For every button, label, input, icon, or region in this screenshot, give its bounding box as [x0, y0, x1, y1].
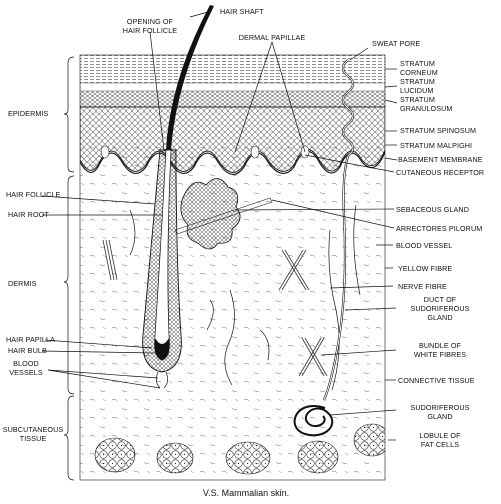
- tissue-block: [80, 55, 385, 480]
- sebaceous-gland-shape: [180, 178, 241, 250]
- label-sudoriferous-2: GLAND: [427, 412, 452, 421]
- label-epidermis: EPIDERMIS: [8, 109, 49, 118]
- label-duct-2: SUDORIFEROUS: [410, 304, 469, 313]
- label-stratum-malpighi: STRATUM MALPIGHI: [400, 141, 472, 150]
- label-hair-papilla: HAIR PAPILLA: [6, 335, 55, 344]
- label-connective-tissue: CONNECTIVE TISSUE: [398, 376, 475, 385]
- basement-membrane-line: [80, 151, 385, 175]
- label-cutaneous-receptor: CUTANEOUS RECEPTOR: [396, 168, 484, 177]
- label-stratum-granulosum-1: STRATUM: [400, 95, 435, 104]
- receptor-2: [250, 145, 260, 159]
- label-opening-hair-follicle-2: HAIR FOLLICLE: [123, 26, 178, 35]
- label-arrectores-pilorum: ARRECTORES PILORUM: [396, 224, 482, 233]
- white-fibre-bundles: [102, 239, 328, 377]
- label-hair-follicle: HAIR FOLLICLE: [6, 190, 61, 199]
- stratum-granulosum-layer: [80, 91, 385, 107]
- hair-follicle-structure: [142, 5, 214, 389]
- block-outline: [79, 54, 386, 481]
- label-lobule-2: FAT CELLS: [421, 440, 459, 449]
- label-sweat-pore: SWEAT PORE: [372, 39, 420, 48]
- label-opening-hair-follicle-1: OPENING OF: [127, 17, 174, 26]
- label-blood-vessels-2: VESSELS: [9, 368, 43, 377]
- label-stratum-granulosum-2: GRANULOSUM: [400, 104, 453, 113]
- left-brackets: [63, 56, 75, 481]
- label-lobule-1: LOBULE OF: [419, 431, 461, 440]
- stratum-lucidum-layer: [80, 82, 385, 92]
- label-yellow-fibre: YELLOW FIBRE: [398, 264, 452, 273]
- label-sebaceous-gland: SEBACEOUS GLAND: [396, 205, 469, 214]
- label-stratum-spinosum: STRATUM SPINOSUM: [400, 126, 476, 135]
- fat-lobules: [94, 423, 385, 475]
- label-bundle-2: WHITE FIBRES: [414, 350, 466, 359]
- receptor-1: [100, 145, 110, 159]
- label-subcutaneous-2: TISSUE: [20, 434, 47, 443]
- label-stratum-corneum-1: STRATUM: [400, 59, 435, 68]
- hair-shaft-shape: [166, 5, 214, 150]
- label-hair-bulb: HAIR BULB: [8, 346, 47, 355]
- label-bundle-1: BUNDLE OF: [419, 341, 462, 350]
- label-sudoriferous-1: SUDORIFEROUS: [410, 403, 469, 412]
- label-blood-vessel: BLOOD VESSEL: [396, 241, 452, 250]
- label-nerve-fibre: NERVE FIBRE: [398, 282, 447, 291]
- label-dermal-papillae: DERMAL PAPILLAE: [239, 33, 306, 42]
- stratum-spinosum-layer: [80, 106, 385, 173]
- label-stratum-lucidum-2: LUCIDUM: [400, 86, 433, 95]
- leader-lines: [41, 11, 398, 441]
- label-stratum-corneum-2: CORNEUM: [400, 68, 438, 77]
- fibres: [129, 204, 361, 391]
- label-subcutaneous-1: SUBCUTANEOUS: [3, 425, 64, 434]
- sweat-gland-structure: [293, 59, 355, 437]
- label-basement-membrane: BASEMENT MEMBRANE: [398, 155, 483, 164]
- label-blood-vessels-1: BLOOD: [13, 359, 39, 368]
- label-stratum-lucidum-1: STRATUM: [400, 77, 435, 86]
- label-dermis: DERMIS: [8, 279, 37, 288]
- label-duct-3: GLAND: [427, 313, 452, 322]
- label-duct-1: DUCT OF: [424, 295, 457, 304]
- hair-papilla-shape: [154, 338, 170, 360]
- label-hair-root: HAIR ROOT: [8, 210, 49, 219]
- figure-caption: V.S. Mammalian skin.: [203, 488, 289, 498]
- label-hair-shaft: HAIR SHAFT: [220, 7, 264, 16]
- stratum-corneum-layer: [80, 55, 385, 83]
